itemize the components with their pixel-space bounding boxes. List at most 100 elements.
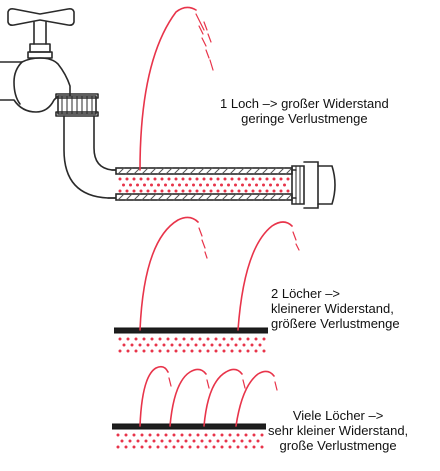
water-dot [150, 337, 154, 341]
water-dot [254, 349, 258, 353]
water-dot [272, 189, 276, 193]
water-dot [168, 439, 172, 443]
water-dot [220, 183, 223, 187]
water-dot [118, 189, 122, 193]
water-dot [164, 433, 168, 437]
water-dot [122, 343, 126, 347]
caption-line: 1 Loch –> großer Widerstand [220, 96, 389, 111]
water-dot [146, 343, 150, 347]
water-dot [238, 349, 242, 353]
water-dot [132, 189, 136, 193]
water-dot [198, 349, 202, 353]
water-dot [116, 433, 120, 437]
water-dot [272, 177, 276, 181]
water-dot [202, 343, 206, 347]
water-dot [283, 183, 286, 187]
water-dot [220, 433, 224, 437]
water-dot [180, 433, 184, 437]
water-dot [158, 337, 162, 341]
water-dot [146, 177, 150, 181]
water-dot [192, 183, 195, 187]
water-dot [129, 183, 132, 187]
water-dot [174, 177, 178, 181]
water-dot [209, 177, 213, 181]
water-dot [224, 439, 228, 443]
water-dot [192, 439, 196, 443]
water-dot [252, 433, 256, 437]
water-dot [153, 189, 157, 193]
water-dot [208, 439, 212, 443]
water-dot [116, 445, 120, 449]
caption-many-holes: Viele Löcher –> sehr kleiner Widerstand,… [268, 408, 408, 453]
water-dot [152, 439, 156, 443]
water-dot [260, 445, 264, 449]
caption-line: große Verlustmenge [279, 438, 397, 453]
water-dot [167, 189, 171, 193]
water-dot [255, 183, 258, 187]
water-dot [180, 445, 184, 449]
water-dot [182, 349, 186, 353]
water-dot [198, 337, 202, 341]
water-dot [227, 183, 230, 187]
water-dot [262, 183, 265, 187]
water-dot [238, 337, 242, 341]
water-dot [218, 343, 222, 347]
water-dot [212, 445, 216, 449]
water-dot [206, 349, 210, 353]
water-dot [214, 337, 218, 341]
water-dot [230, 337, 234, 341]
water-dot [244, 177, 248, 181]
water-dot [182, 337, 186, 341]
water-dot [286, 189, 290, 193]
water-dot [171, 183, 174, 187]
water-dot [142, 349, 146, 353]
pipe-wall-two-holes [114, 327, 268, 334]
water-dot [216, 177, 220, 181]
water-dot [124, 433, 128, 437]
water-dot [122, 183, 125, 187]
water-dot [136, 439, 140, 443]
water-dot [252, 445, 256, 449]
water-dot [150, 349, 154, 353]
water-dot [126, 337, 130, 341]
water-dot [140, 433, 144, 437]
water-dot [162, 343, 166, 347]
water-dot [199, 183, 202, 187]
water-dot [125, 189, 129, 193]
water-dot [241, 183, 244, 187]
water-jet-icon [139, 216, 300, 331]
water-dot [118, 337, 122, 341]
water-dot [139, 177, 143, 181]
water-dot [176, 439, 180, 443]
water-dot [206, 183, 209, 187]
water-dot [118, 177, 122, 181]
water-dot [170, 343, 174, 347]
water-dot [118, 349, 122, 353]
water-dot [279, 189, 283, 193]
water-dot [181, 189, 185, 193]
water-dot [188, 445, 192, 449]
water-dot [120, 439, 124, 443]
water-dot [222, 349, 226, 353]
water-dot [188, 177, 192, 181]
water-dot [204, 433, 208, 437]
water-dot [132, 445, 136, 449]
water-dot [202, 189, 206, 193]
water-dot [178, 183, 181, 187]
faucet-icon [0, 8, 99, 117]
caption-two-holes: 2 Löcher –> kleinerer Widerstand, größer… [271, 286, 400, 331]
pipe-wall-many-holes [112, 423, 266, 430]
water-dot [134, 337, 138, 341]
water-dot [246, 349, 250, 353]
water-jet-icon [139, 6, 214, 171]
water-dot [251, 189, 255, 193]
water-dot [228, 445, 232, 449]
water-dot [186, 343, 190, 347]
water-dot [258, 189, 262, 193]
water-dot [237, 189, 241, 193]
water-dot [228, 433, 232, 437]
water-dot [156, 445, 160, 449]
water-dot [154, 343, 158, 347]
water-dot [237, 177, 241, 181]
water-dot [240, 439, 244, 443]
